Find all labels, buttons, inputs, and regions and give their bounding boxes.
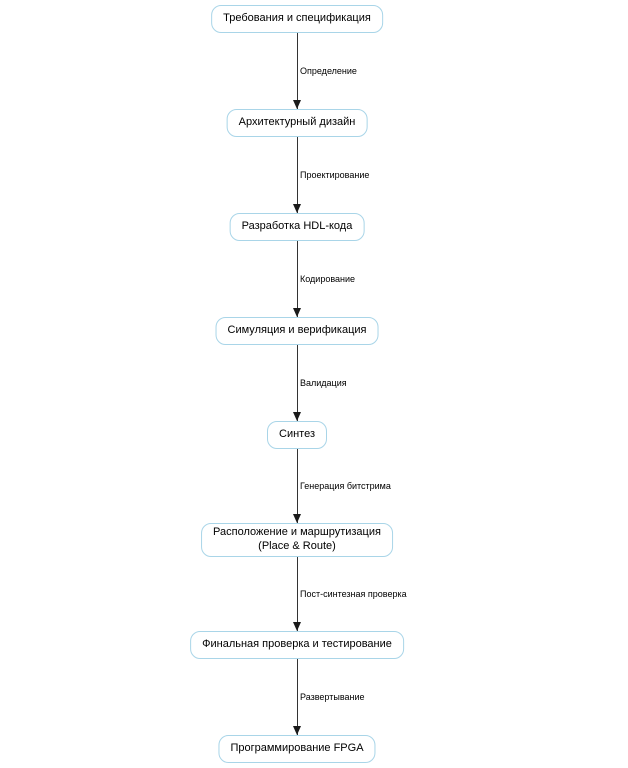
node-fpga-programming: Программирование FPGA [218, 735, 376, 763]
arrowhead-icon [292, 100, 301, 109]
arrowhead-icon [292, 514, 301, 523]
edge-label: Генерация битстрима [300, 481, 391, 491]
arrowhead-icon [292, 622, 301, 631]
edge-label: Пост-синтезная проверка [300, 589, 407, 599]
arrow-line [296, 345, 298, 421]
arrow-line [296, 659, 298, 735]
arrow-line [296, 241, 298, 317]
node-requirements: Требования и спецификация [211, 5, 383, 33]
arrow-line [296, 33, 298, 109]
node-place-route: Расположение и маршрутизация (Place & Ro… [201, 523, 393, 557]
arrowhead-icon [292, 412, 301, 421]
arrow-line [296, 449, 298, 523]
edge-label: Определение [300, 66, 357, 76]
node-hdl: Разработка HDL-кода [229, 213, 365, 241]
node-synthesis: Синтез [267, 421, 327, 449]
arrowhead-icon [292, 726, 301, 735]
arrowhead-icon [292, 204, 301, 213]
node-architecture: Архитектурный дизайн [226, 109, 368, 137]
arrowhead-icon [292, 308, 301, 317]
arrow-line [296, 137, 298, 213]
edge-label: Кодирование [300, 274, 356, 284]
edge-label: Проектирование [300, 170, 370, 180]
node-simulation: Симуляция и верификация [215, 317, 379, 345]
arrow-line [296, 557, 298, 631]
edge-label: Валидация [300, 378, 347, 388]
node-final-testing: Финальная проверка и тестирование [190, 631, 404, 659]
edge-label: Развертывание [300, 692, 365, 702]
